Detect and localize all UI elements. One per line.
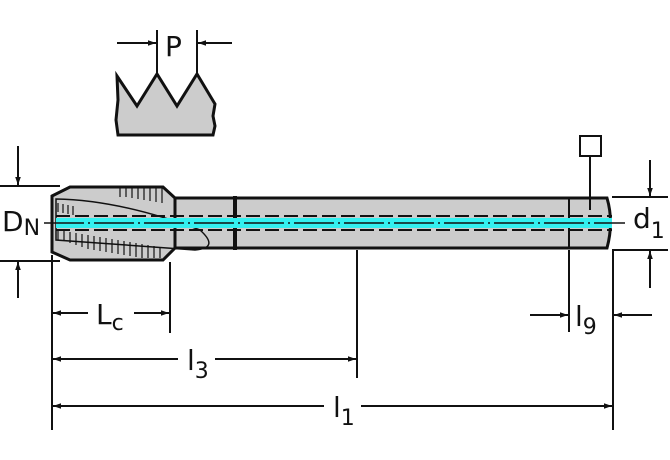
square-drive-symbol	[579, 135, 602, 210]
lc-label: Lc	[96, 298, 124, 336]
shank-diameter-dimension: d1	[612, 160, 668, 288]
flute	[55, 198, 210, 251]
extension-lines	[51, 250, 614, 430]
pitch-label: P	[165, 30, 182, 63]
dn-label: DN	[2, 205, 40, 241]
overall-length-dimension: l1	[53, 391, 612, 431]
l9-label: l9	[575, 300, 597, 340]
thread-pitch-detail: P	[114, 30, 232, 137]
thread-profile	[114, 70, 217, 137]
tap-body	[44, 185, 625, 262]
l3-label: l3	[187, 344, 209, 384]
nominal-diameter-dimension: DN	[0, 146, 60, 298]
chamfer-length-dimension: Lc	[53, 298, 169, 336]
thread-teeth-top	[57, 188, 163, 215]
thread-length-dimension: l3	[53, 344, 356, 384]
d1-label: d1	[633, 202, 665, 244]
square-length-dimension: l9	[530, 300, 652, 340]
l1-label: l1	[333, 391, 355, 431]
thread-teeth-bottom	[57, 230, 161, 258]
